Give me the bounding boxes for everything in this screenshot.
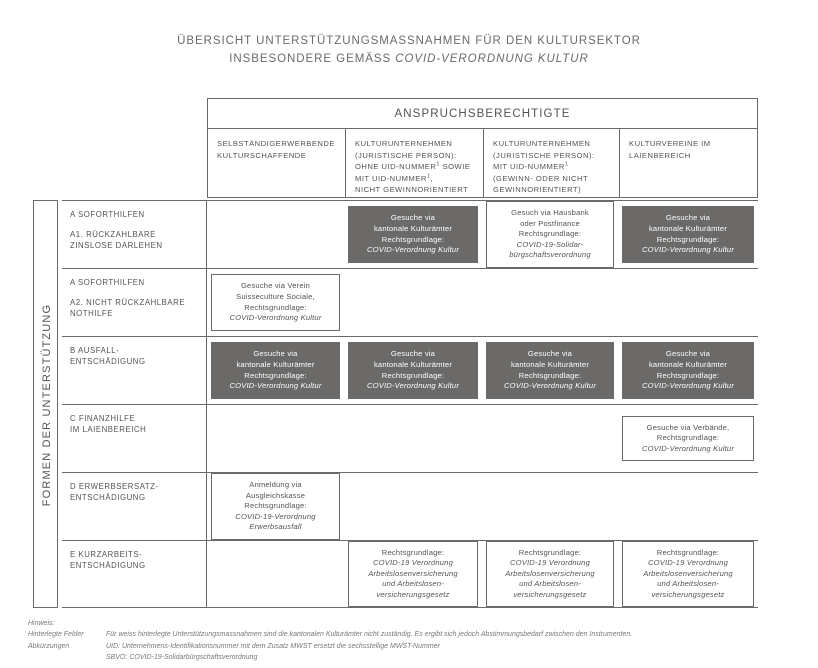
row-label: D ERWERBSERSATZ-ENTSCHÄDIGUNG — [62, 473, 207, 540]
matrix-slot — [618, 473, 758, 540]
matrix-slot — [482, 473, 618, 540]
column-header-2: KULTURUNTERNEHMEN(JURISTISCHE PERSON):MI… — [483, 129, 619, 197]
footnote-key — [28, 652, 106, 663]
matrix-slot — [344, 405, 482, 472]
matrix-slot — [344, 473, 482, 540]
title-line-1: ÜBERSICHT UNTERSTÜTZUNGSMASSNAHMEN FÜR D… — [177, 35, 641, 47]
column-header-text: KULTURUNTERNEHMEN(JURISTISCHE PERSON):MI… — [493, 139, 595, 195]
column-header-1: KULTURUNTERNEHMEN(JURISTISCHE PERSON):OH… — [345, 129, 483, 197]
title-line-2: INSBESONDERE GEMÄSS COVID-VERORDNUNG KUL… — [0, 50, 818, 68]
matrix-row: D ERWERBSERSATZ-ENTSCHÄDIGUNG Anmeldung v… — [62, 472, 758, 540]
beneficiaries-header-table: ANSPRUCHSBERECHTIGTE SELBSTÄNDIGERWERBEN… — [207, 98, 758, 198]
matrix-slot — [482, 269, 618, 336]
footnote-row: SBVO: COVID-19-Solidarbürgschaftsverordn… — [28, 652, 808, 663]
row-label: E KURZARBEITS-ENTSCHÄDIGUNG — [62, 541, 207, 607]
measure-card[interactable]: Gesuche via Verbände,Rechtsgrundlage:COV… — [622, 415, 754, 462]
row-cells: Gesuche via Verbände,Rechtsgrundlage:COV… — [207, 405, 758, 472]
matrix-slot — [344, 269, 482, 336]
beneficiaries-header-label: ANSPRUCHSBERECHTIGTE — [394, 107, 571, 120]
matrix-slot — [618, 269, 758, 336]
matrix-slot — [207, 201, 344, 268]
footnotes: Hinweis: Hinterlegte Felder Für weiss hin… — [28, 618, 808, 664]
matrix-slot — [207, 541, 344, 607]
footnote-row: Hinterlegte Felder Für weiss hinterlegte … — [28, 629, 808, 640]
footnote-value: SBVO: COVID-19-Solidarbürgschaftsverordn… — [106, 654, 258, 662]
row-label-main: A SOFORTHILFEN — [70, 210, 145, 219]
footnote-entries: Hinterlegte Felder Für weiss hinterlegte … — [28, 629, 808, 663]
beneficiaries-header: ANSPRUCHSBERECHTIGTE — [208, 99, 757, 129]
row-label-main: A SOFORTHILFEN — [70, 278, 145, 287]
footnote-heading: Hinweis: — [28, 620, 55, 627]
footnote-value: UID: Unternehmens-Identifikationsnummer … — [106, 642, 440, 650]
matrix-slot: Gesuche via Verbände,Rechtsgrundlage:COV… — [618, 405, 758, 472]
page-title: ÜBERSICHT UNTERSTÜTZUNGSMASSNAHMEN FÜR D… — [0, 32, 818, 68]
support-forms-axis: FORMEN DER UNTERSTÜTZUNG — [33, 200, 58, 608]
row-label-main: E KURZARBEITS-ENTSCHÄDIGUNG — [70, 550, 146, 570]
row-label: B AUSFALL-ENTSCHÄDIGUNG — [62, 337, 207, 404]
footnote-key: Abkürzungen — [28, 642, 70, 650]
footnote-row: Abkürzungen UID: Unternehmens-Identifikat… — [28, 641, 808, 652]
matrix-slot — [482, 405, 618, 472]
row-label-main: B AUSFALL-ENTSCHÄDIGUNG — [70, 346, 146, 366]
title-line-2-italic: COVID-VERORDNUNG KULTUR — [395, 53, 589, 65]
row-label-main: D ERWERBSERSATZ-ENTSCHÄDIGUNG — [70, 482, 159, 502]
footnote-value: Für weiss hinterlegte Unterstützungsmass… — [106, 631, 633, 639]
matrix-slot — [207, 405, 344, 472]
title-line-2-plain: INSBESONDERE GEMÄSS — [229, 53, 396, 65]
footnote-key: Hinterlegte Felder — [28, 631, 84, 639]
support-forms-axis-label: FORMEN DER UNTERSTÜTZUNG — [40, 303, 53, 507]
matrix-row: E KURZARBEITS-ENTSCHÄDIGUNG Rechtsgrundla… — [62, 540, 758, 608]
column-header-text: KULTURUNTERNEHMEN(JURISTISCHE PERSON):OH… — [355, 139, 471, 195]
